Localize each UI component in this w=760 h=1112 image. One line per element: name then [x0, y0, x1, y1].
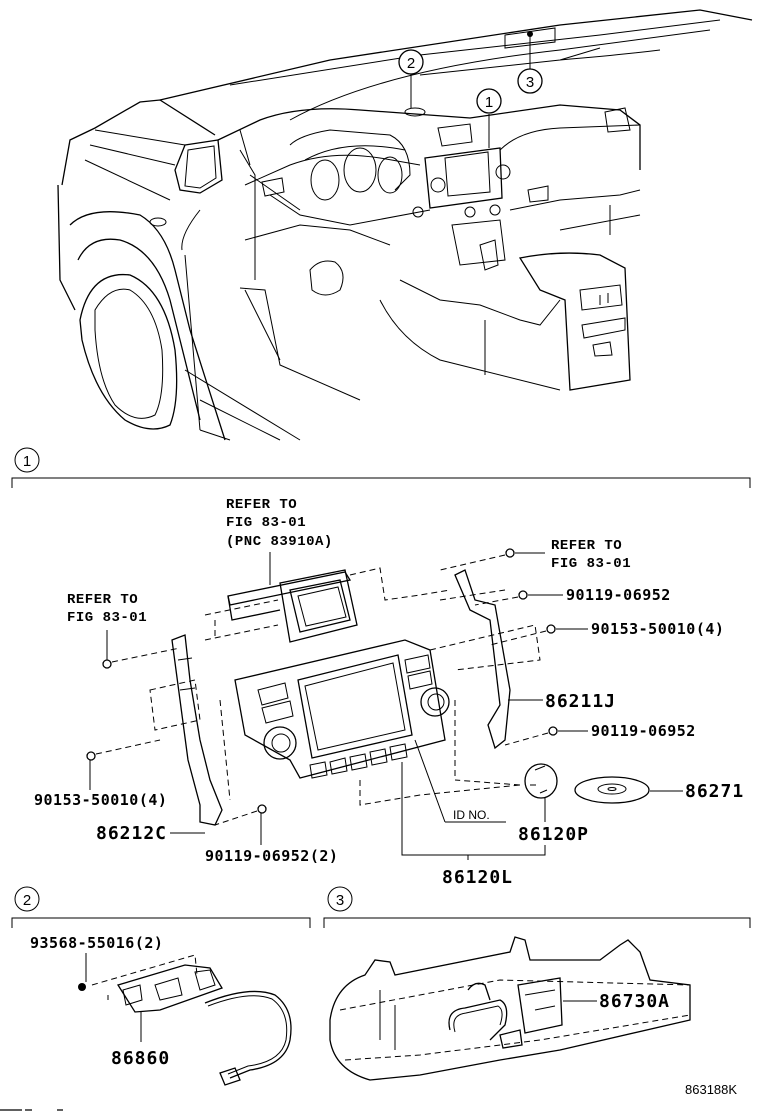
refer-to-fig-83-01-right[interactable]: REFER TO FIG 83-01 — [439, 538, 631, 572]
callout-number: 3 — [526, 74, 534, 91]
callout-number: 2 — [407, 55, 415, 72]
right-bracket[interactable] — [429, 569, 541, 750]
refer-text: REFER TO — [67, 592, 138, 608]
refer-text: FIG 83-01 — [67, 610, 147, 626]
screw-90153-50010-left[interactable]: 90153-50010(4) — [34, 739, 167, 809]
refer-text: REFER TO — [226, 497, 297, 513]
vehicle-interior-illustration — [57, 9, 753, 441]
figure-code: 863188K — [685, 1082, 737, 1097]
bracket-86212C-label[interactable]: 86212C — [96, 823, 205, 844]
navigation-display-unit[interactable] — [204, 567, 451, 643]
id-no-text: ID NO. — [453, 808, 490, 822]
section-marker-number: 3 — [336, 892, 344, 909]
section-marker — [14, 447, 40, 473]
overview-callout-3[interactable]: 3 — [517, 31, 543, 94]
section-marker — [327, 886, 353, 912]
left-bracket[interactable] — [149, 634, 231, 826]
roof-module-86860[interactable]: 86860 — [91, 954, 292, 1086]
part-number: 86212C — [96, 823, 167, 844]
section-1: 1 REFER TO FIG 83-01 (PNC 83910A) REFER … — [11, 447, 751, 888]
refer-text: REFER TO — [551, 538, 622, 554]
callout-number: 1 — [485, 94, 493, 111]
part-number: 90119-06952(2) — [205, 847, 338, 865]
part-number: 90119-06952 — [591, 722, 696, 740]
section-marker-number: 2 — [23, 892, 31, 909]
refer-to-fig-83-01-left[interactable]: REFER TO FIG 83-01 — [67, 592, 181, 669]
head-unit-86120L-label[interactable]: 86120L — [401, 762, 546, 888]
section-2: 2 93568-55016(2) 86860 — [11, 886, 311, 1086]
part-number: 86730A — [599, 991, 670, 1012]
refer-text: FIG 83-01 — [226, 515, 306, 531]
part-number: 86860 — [111, 1048, 170, 1069]
screw-90153-50010-right[interactable]: 90153-50010(4) — [489, 620, 724, 646]
part-number: 90119-06952 — [566, 586, 671, 604]
section-marker-number: 1 — [23, 453, 31, 470]
bracket-86211J-label[interactable]: 86211J — [508, 691, 616, 712]
disc-86271[interactable]: 86271 — [574, 776, 744, 804]
overhead-console[interactable]: 86730A — [329, 936, 691, 1081]
screw-93568-55016[interactable]: 93568-55016(2) — [30, 934, 163, 991]
part-number: 86120L — [442, 867, 513, 888]
overview-callout-2[interactable]: 2 — [398, 49, 426, 117]
refer-text: FIG 83-01 — [551, 556, 631, 572]
screw-90119-06952-low[interactable]: 90119-06952 — [504, 722, 696, 746]
screw-90119-06952-top[interactable]: 90119-06952 — [474, 586, 671, 606]
part-number: 86211J — [545, 691, 616, 712]
section-bracket — [11, 917, 311, 928]
part-number: 93568-55016(2) — [30, 934, 163, 952]
audio-head-unit[interactable] — [234, 639, 521, 806]
section-marker — [14, 886, 40, 912]
refer-to-fig-83-01-pnc[interactable]: REFER TO FIG 83-01 (PNC 83910A) — [226, 497, 333, 585]
knob-86120P[interactable]: 86120P — [518, 763, 589, 845]
screw-90119-06952-bottom[interactable]: 90119-06952(2) — [205, 804, 338, 865]
section-bracket — [323, 917, 751, 928]
section-bracket — [11, 477, 751, 488]
part-number: 86120P — [518, 824, 589, 845]
section-3: 3 86730A — [323, 886, 751, 1081]
part-number: 90153-50010(4) — [34, 791, 167, 809]
part-number: 90153-50010(4) — [591, 620, 724, 638]
part-number: 86271 — [685, 781, 744, 802]
overview-callout-1[interactable]: 1 — [476, 88, 502, 148]
id-number-label: ID NO. — [414, 739, 506, 823]
refer-text: (PNC 83910A) — [226, 534, 333, 550]
